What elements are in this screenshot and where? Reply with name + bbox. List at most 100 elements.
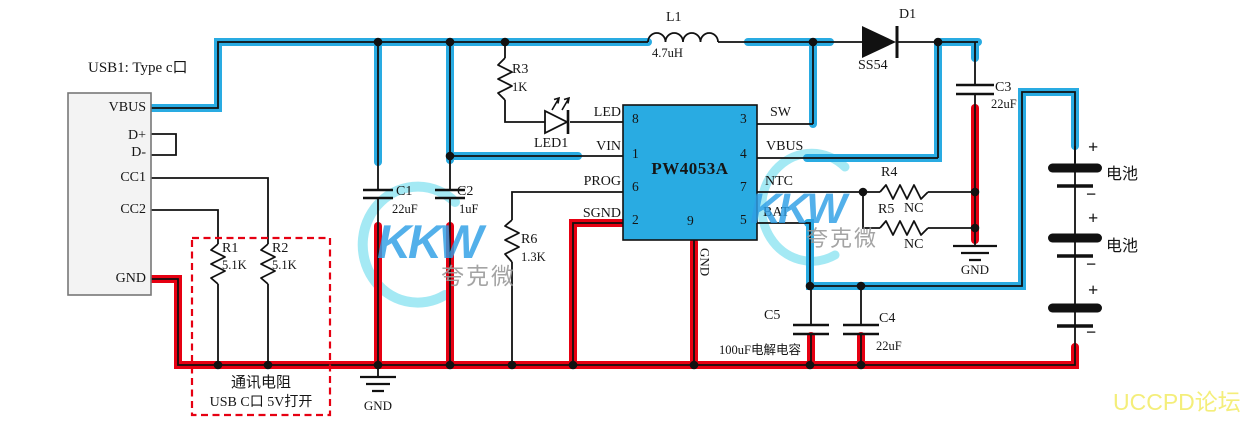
ic-pin-label-sw: SW (770, 105, 791, 120)
r4-symbol (879, 184, 929, 200)
watermark-swoosh-right (757, 148, 850, 266)
battery-2-plus-sign: + (1088, 208, 1099, 228)
ic-pin-8: 8 (632, 111, 639, 126)
c5-symbol (793, 323, 829, 336)
battery-2-minus-sign: − (1086, 254, 1097, 274)
r5-ref: R5 (878, 202, 895, 217)
ic-pin-label-gnd: GND (697, 248, 713, 277)
ic-pin-label-prog: PROG (583, 174, 621, 189)
battery-1-plus-plate (1048, 163, 1102, 173)
ic-pin-2: 2 (632, 212, 639, 227)
r6-ref: R6 (521, 232, 538, 247)
c2-value: 1uF (459, 202, 479, 216)
ic-body (622, 104, 758, 241)
c1-value: 22uF (392, 202, 418, 216)
battery-1-label: 电池 (1106, 166, 1139, 183)
power-wires-blue (146, 38, 1079, 290)
c4-symbol (843, 323, 879, 336)
c4-ref: C4 (879, 311, 896, 326)
usb-pin-gnd: GND (115, 271, 146, 286)
r6-symbol (504, 219, 520, 263)
gnd-symbol-left (360, 375, 396, 393)
ic-pin-label-led: LED (593, 105, 621, 120)
r4-ref: R4 (881, 165, 898, 180)
c5-value: 100uF电解电容 (719, 343, 801, 357)
c4-value: 22uF (876, 339, 902, 353)
note-line1: 通讯电阻 (230, 375, 291, 391)
battery-3-minus-sign: − (1086, 322, 1097, 342)
ic-pin-7: 7 (740, 179, 747, 194)
c3-ref: C3 (995, 80, 1012, 95)
battery-1-plus-sign: + (1088, 137, 1099, 157)
l1-value: 4.7uH (652, 46, 683, 60)
usb-pin-dplus: D+ (127, 128, 146, 143)
c3-value: 22uF (991, 97, 1017, 111)
c2-ref: C2 (457, 184, 474, 199)
ic-pin-3: 3 (740, 111, 747, 126)
wire-cores (150, 41, 1076, 377)
ic-pin-label-vin: VIN (596, 139, 621, 154)
gnd-label-right: GND (960, 262, 990, 277)
battery-2-plus-plate (1048, 233, 1102, 243)
battery-symbols (1048, 163, 1102, 328)
resistor-symbols (210, 57, 929, 285)
c1-symbol (363, 188, 393, 200)
watermark-brand-right: KKW (750, 185, 847, 233)
usb-pin-dminus: D- (131, 145, 146, 160)
r1-value: 5.1K (222, 258, 247, 272)
led1-ref: LED1 (534, 136, 569, 151)
usb-pin-cc2: CC2 (120, 202, 146, 217)
cc-resistor-dashed-box (190, 236, 332, 417)
battery-3-plus-plate (1048, 303, 1102, 313)
c1-ref: C1 (396, 184, 413, 199)
ic-name: PW4053A (651, 159, 729, 178)
l1-ref: L1 (666, 10, 682, 25)
r2-ref: R2 (272, 241, 289, 256)
note-line2: USB C口 5V打开 (209, 395, 313, 410)
r5-symbol (879, 220, 929, 236)
battery-1-minus-sign: − (1086, 184, 1097, 204)
r1-symbol (210, 243, 226, 285)
r2-symbol (260, 243, 276, 285)
watermark-cn-center: 夸克微 (441, 264, 516, 289)
usb-connector-title: USB1: Type c口 (88, 60, 188, 76)
watermark-cn-right: 夸克微 (806, 226, 879, 251)
gnd-label-left: GND (363, 398, 393, 413)
c5-ref: C5 (764, 308, 781, 323)
r5-value: NC (904, 237, 924, 252)
battery-3-plus-sign: + (1088, 280, 1099, 300)
r3-value: 1K (512, 80, 528, 94)
battery-2-label: 电池 (1106, 238, 1139, 255)
ic-pin-label-ntc: NTC (765, 174, 793, 189)
junction-dots (213, 37, 980, 370)
usb-connector-body (67, 92, 152, 296)
r6-value: 1.3K (521, 250, 546, 264)
ic-pin-9: 9 (687, 213, 694, 228)
capacitor-symbols (363, 83, 994, 336)
ic-pin-label-sgnd: SGND (582, 206, 621, 221)
l1-symbol (647, 32, 719, 43)
gnd-symbol-right (953, 244, 997, 262)
d1-ref: D1 (899, 7, 917, 22)
ic-pin-4: 4 (740, 146, 747, 161)
forum-watermark: UCCPD论坛 (1113, 389, 1241, 415)
r2-value: 5.1K (272, 258, 297, 272)
led1-symbol (544, 96, 571, 135)
watermark-swoosh-center (357, 181, 460, 308)
ic-pin-label-bat: BAT (763, 205, 790, 220)
r1-ref: R1 (222, 241, 239, 256)
usb-pin-cc1: CC1 (120, 170, 146, 185)
usb-pin-vbus: VBUS (108, 100, 146, 115)
c2-symbol (435, 188, 465, 200)
ic-pin-6: 6 (632, 179, 639, 194)
ic-pin-1: 1 (632, 146, 639, 161)
r4-value: NC (904, 201, 924, 216)
ic-pin-5: 5 (740, 212, 747, 227)
watermark-brand-center: KKW (377, 215, 483, 268)
d1-value: SS54 (858, 58, 888, 73)
r3-symbol (497, 57, 513, 101)
c3-symbol (956, 83, 994, 96)
r3-ref: R3 (512, 62, 529, 77)
